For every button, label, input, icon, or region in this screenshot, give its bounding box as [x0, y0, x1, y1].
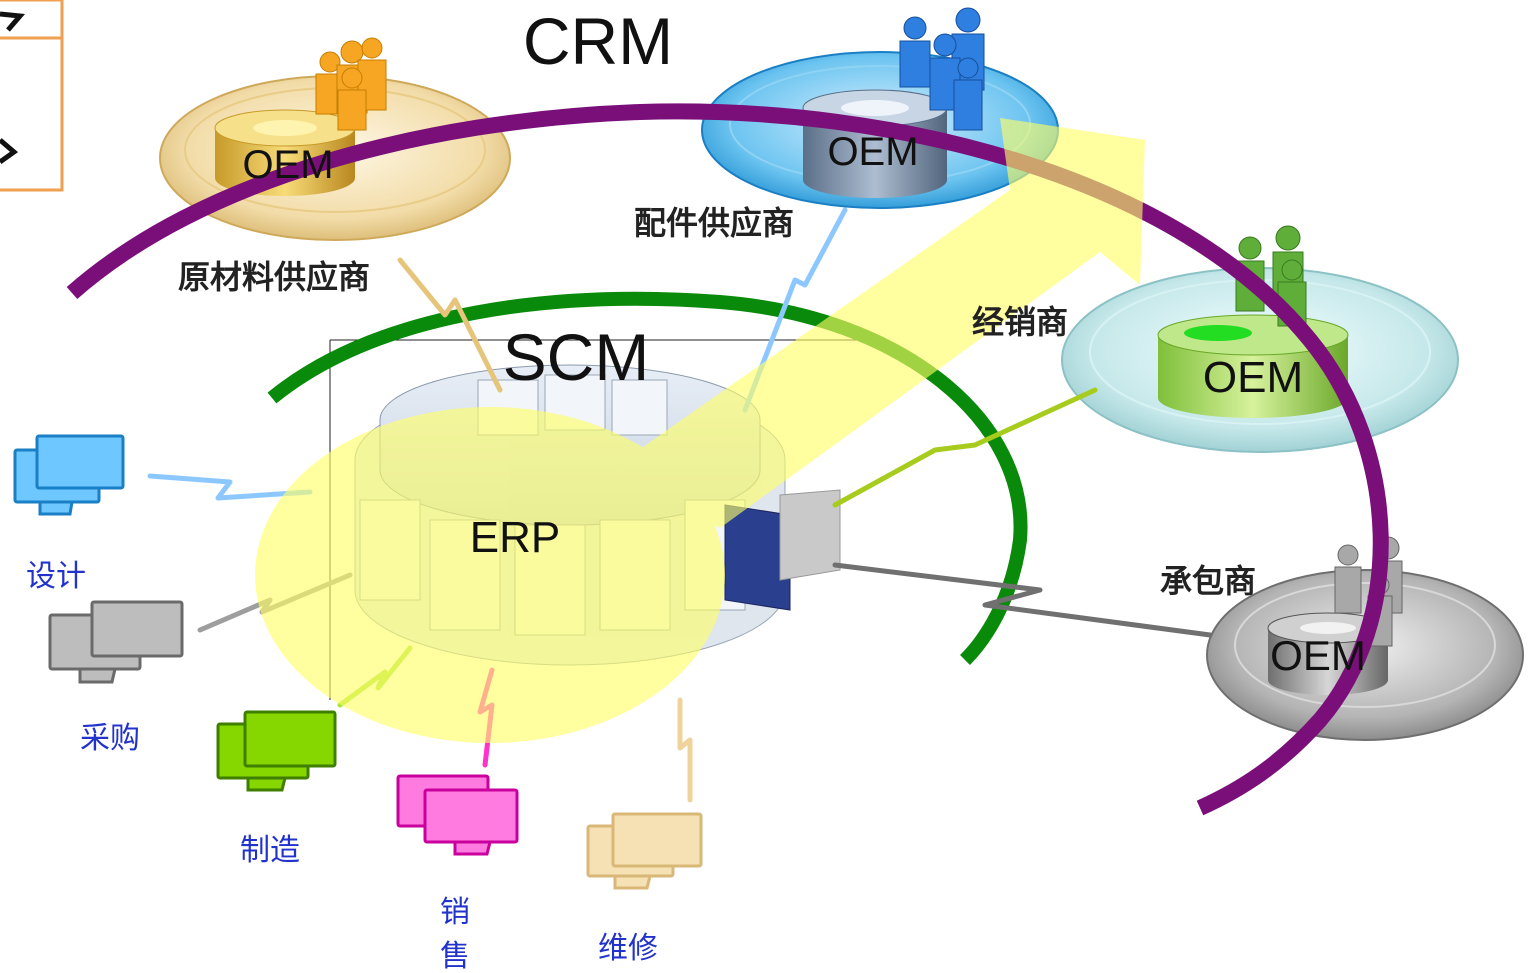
erp-label: ERP: [470, 513, 560, 562]
crm-label: CRM: [523, 4, 673, 78]
oem-label-dealer: OEM: [1203, 353, 1303, 402]
purchasing-monitor-icon: [48, 600, 184, 684]
people-icon: [899, 7, 985, 131]
scm-label: SCM: [503, 320, 650, 394]
dealer-label: 经销商: [972, 303, 1068, 341]
sales-label-line2: 售: [440, 939, 470, 973]
design-monitor-icon: [13, 434, 125, 516]
raw-material-supplier-label: 原材料供应商: [178, 258, 370, 296]
orange-frame-fragment: [0, 0, 64, 192]
manufacturing-label: 制造: [240, 833, 300, 868]
contractor-label: 承包商: [1160, 562, 1256, 600]
crm-arc: [66, 103, 1389, 816]
department-monitors: [13, 434, 703, 890]
people-icon: [315, 37, 387, 131]
oem-label-raw-material: OEM: [242, 143, 333, 187]
parts-supplier-label: 配件供应商: [634, 204, 794, 242]
highlight-flow: [255, 118, 1145, 743]
sales-monitor-icon: [396, 774, 519, 856]
sales-label-line1: 销: [440, 895, 470, 930]
maintenance-label: 维修: [598, 931, 658, 966]
manufacturing-monitor-icon: [216, 710, 337, 792]
maintenance-monitor-icon: [586, 812, 703, 890]
oem-label-parts: OEM: [827, 130, 918, 174]
purchasing-label: 采购: [80, 721, 140, 756]
design-label: 设计: [26, 559, 86, 594]
oem-label-contractor: OEM: [1270, 632, 1366, 679]
